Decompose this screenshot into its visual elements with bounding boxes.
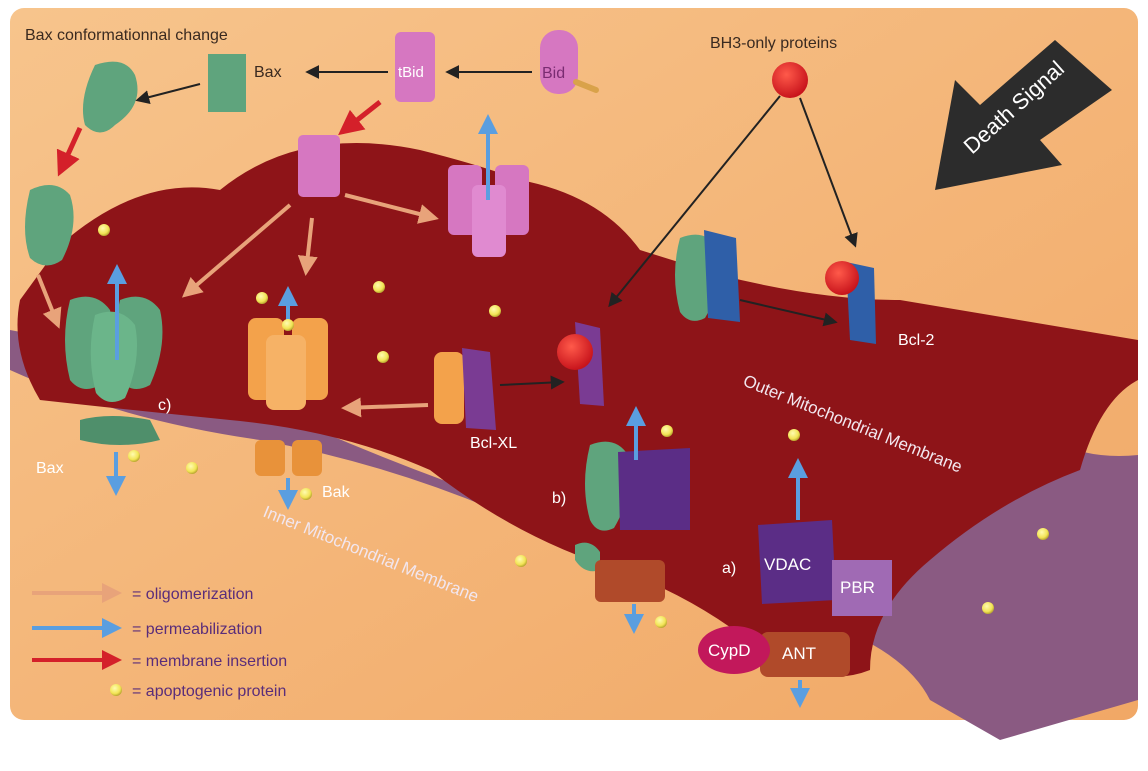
apoptogenic-protein-dot (788, 429, 800, 441)
apoptogenic-protein-dot (128, 450, 140, 462)
apoptogenic-protein-dot (982, 602, 994, 614)
bak-label: Bak (322, 484, 351, 501)
vdac-label: VDAC (764, 555, 811, 574)
tbid-inserted-protein-icon (298, 135, 340, 197)
bax-left-label: Bax (36, 460, 64, 477)
legend-apoptogenic-label: = apoptogenic protein (132, 683, 286, 700)
apoptogenic-protein-dot (655, 616, 667, 628)
bid-label: Bid (542, 65, 565, 82)
apoptogenic-protein-dot (300, 488, 312, 500)
legend-item-apoptogenic-protein: = apoptogenic protein (110, 683, 286, 700)
apoptogenic-protein-dot (377, 351, 389, 363)
bax-lower-pore-icon (80, 416, 160, 445)
legend-oligomerization-label: = oligomerization (132, 586, 253, 603)
bh3-protein-icon (772, 62, 808, 98)
bh3-only-proteins-label: BH3-only proteins (710, 35, 837, 52)
bcl2-complex-protein-icon (675, 230, 740, 322)
cypd-label: CypD (708, 641, 751, 660)
tbid-label: tBid (398, 64, 424, 81)
apoptogenic-protein-dot (186, 462, 198, 474)
ant-label: ANT (782, 644, 816, 663)
apoptogenic-protein-dot (661, 425, 673, 437)
label-b: b) (552, 490, 566, 507)
apoptogenic-protein-dot (515, 555, 527, 567)
apoptogenic-protein-dot (98, 224, 110, 236)
bax-top-label: Bax (254, 64, 282, 81)
apoptogenic-protein-dot (256, 292, 268, 304)
bcl2-label: Bcl-2 (898, 332, 935, 349)
bax-conformational-change-label: Bax conformationnal change (25, 27, 228, 44)
legend-membrane-insertion-label: = membrane insertion (132, 653, 287, 670)
legend-permeabilization-label: = permeabilization (132, 621, 262, 638)
label-a: a) (722, 560, 736, 577)
bclxl-label: Bcl-XL (470, 435, 517, 452)
apoptogenic-protein-dot (489, 305, 501, 317)
pbr-label: PBR (840, 578, 875, 597)
apoptogenic-protein-dot (1037, 528, 1049, 540)
bax-protein-icon (208, 54, 246, 112)
label-c: c) (158, 397, 171, 414)
apoptogenic-protein-dot (282, 319, 294, 331)
apoptogenic-protein-dot (373, 281, 385, 293)
legend-apoptogenic-dot (110, 684, 122, 696)
